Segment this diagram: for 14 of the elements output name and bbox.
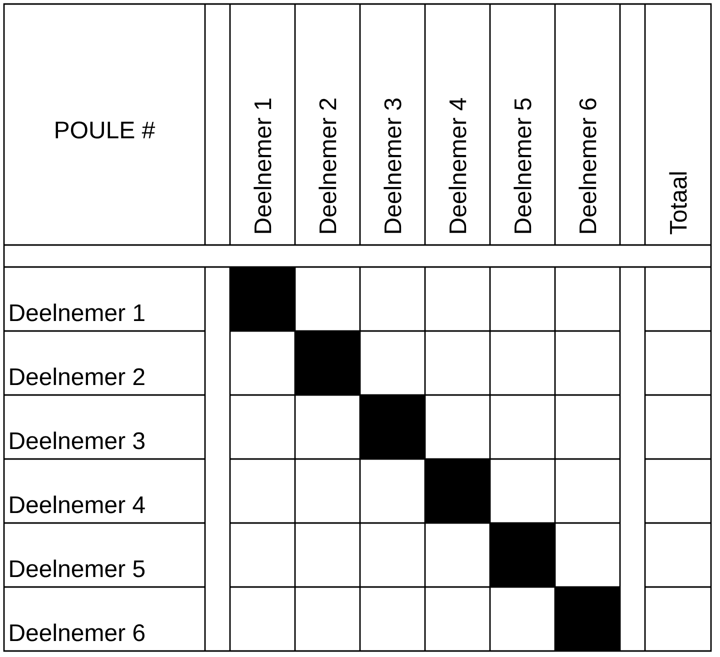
column-header: Deelnemer 4 bbox=[448, 98, 466, 233]
column-header: Deelnemer 5 bbox=[514, 98, 532, 233]
row-header: Deelnemer 4 bbox=[10, 496, 145, 514]
column-header: Deelnemer 3 bbox=[384, 98, 402, 233]
row-header: Deelnemer 1 bbox=[10, 304, 144, 322]
column-header: Deelnemer 6 bbox=[578, 98, 596, 233]
table-title: POULE # bbox=[56, 122, 156, 138]
row-header: Deelnemer 2 bbox=[10, 368, 144, 386]
column-header: Deelnemer 2 bbox=[318, 98, 336, 233]
row-header: Deelnemer 3 bbox=[10, 432, 144, 450]
column-header: Deelnemer 1 bbox=[254, 98, 272, 233]
row-header: Deelnemer 6 bbox=[10, 624, 144, 642]
column-header: Totaal bbox=[669, 172, 687, 234]
row-header: Deelnemer 5 bbox=[10, 560, 145, 578]
